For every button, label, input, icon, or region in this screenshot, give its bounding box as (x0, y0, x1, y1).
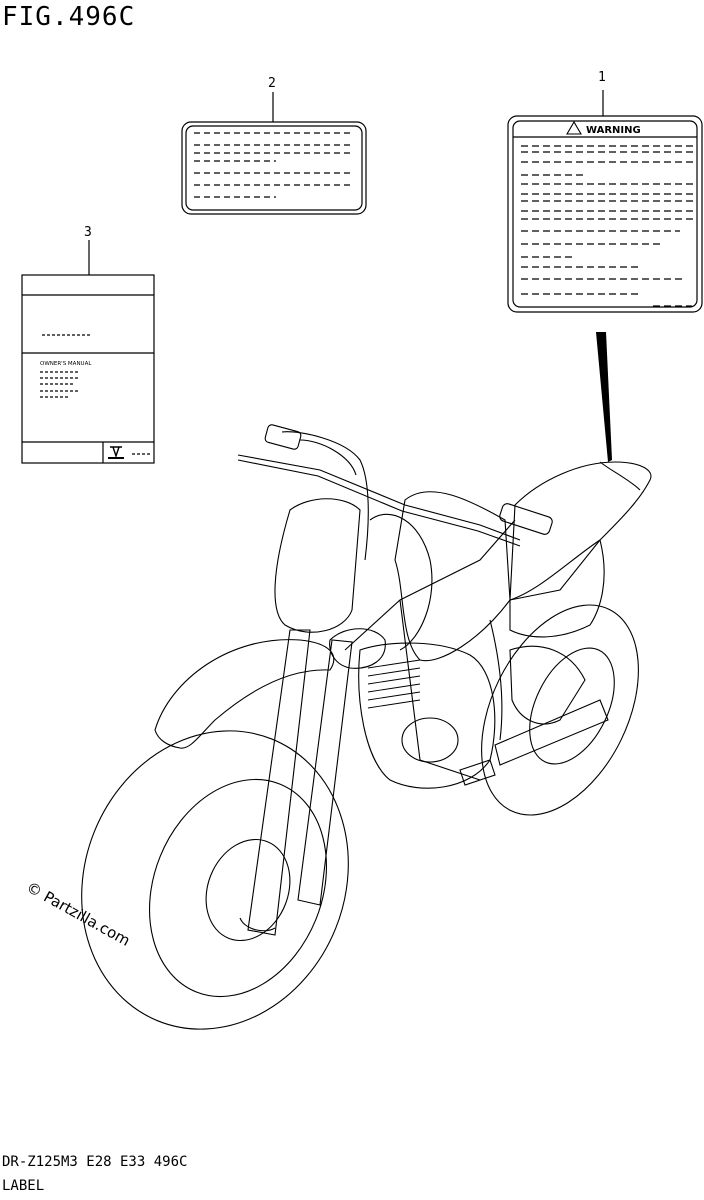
callout-2: 2 (268, 76, 276, 91)
manufacturer-logo-icon (108, 446, 124, 459)
figure-title: FIG.496C (2, 2, 136, 32)
pointer-arrow (596, 332, 612, 462)
info-label-2 (181, 121, 367, 215)
owners-manual-title: OWNER'S MANUAL (40, 361, 92, 367)
motorcycle-outline (81, 424, 652, 1030)
warning-label-1 (507, 115, 703, 313)
callout-1: 1 (598, 70, 606, 85)
warning-triangle-icon (566, 120, 582, 135)
warning-heading: WARNING (586, 125, 641, 136)
footer-model-line: DR-Z125M3 E28 E33 496C (2, 1154, 188, 1170)
owners-manual-3 (21, 274, 155, 464)
callout-3: 3 (84, 225, 92, 240)
footer-section: LABEL (2, 1178, 45, 1194)
